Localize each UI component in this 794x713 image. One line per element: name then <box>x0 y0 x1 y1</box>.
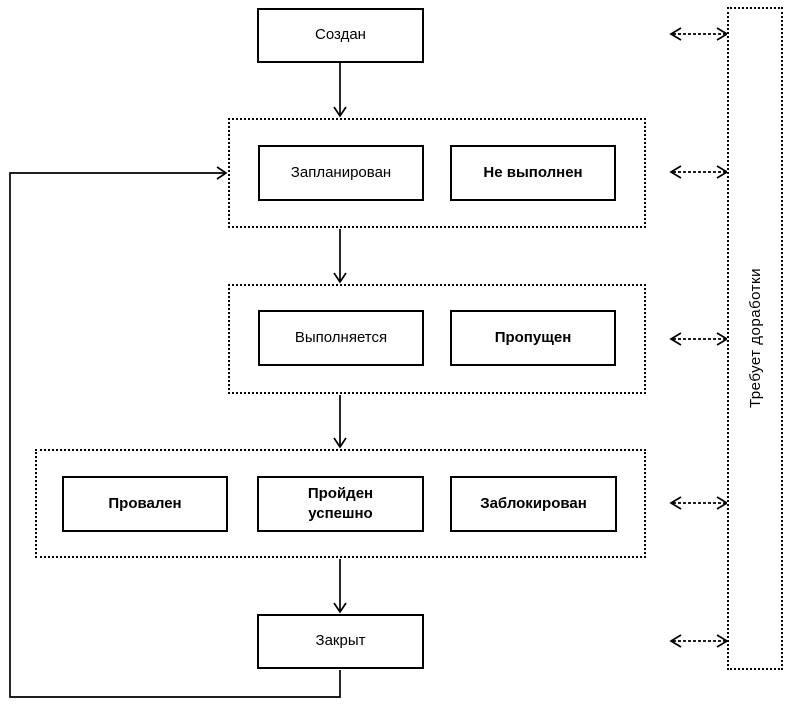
arrow-created-to-planned <box>333 63 347 118</box>
state-passed-successfully: Пройден успешно <box>257 476 424 532</box>
state-failed: Провален <box>62 476 228 532</box>
link-created-rework <box>669 27 729 41</box>
arrow-result-to-closed <box>333 559 347 614</box>
state-created: Создан <box>257 8 424 63</box>
state-blocked: Заблокирован <box>450 476 617 532</box>
link-closed-rework <box>669 634 729 648</box>
link-running-rework <box>669 332 729 346</box>
state-not-executed: Не выполнен <box>450 145 616 201</box>
arrow-closed-loop-to-planned <box>9 166 341 698</box>
state-skipped: Пропущен <box>450 310 616 366</box>
link-planned-rework <box>669 165 729 179</box>
group-result-stage <box>35 449 646 558</box>
group-running-stage <box>228 284 646 394</box>
state-in-progress: Выполняется <box>258 310 424 366</box>
rework-panel: Требует доработки <box>727 7 783 670</box>
rework-panel-label: Требует доработки <box>746 268 764 409</box>
group-planned-stage <box>228 118 646 228</box>
arrow-planned-to-running <box>333 229 347 284</box>
link-result-rework <box>669 496 729 510</box>
state-planned: Запланирован <box>258 145 424 201</box>
state-closed: Закрыт <box>257 614 424 669</box>
arrow-running-to-result <box>333 395 347 449</box>
